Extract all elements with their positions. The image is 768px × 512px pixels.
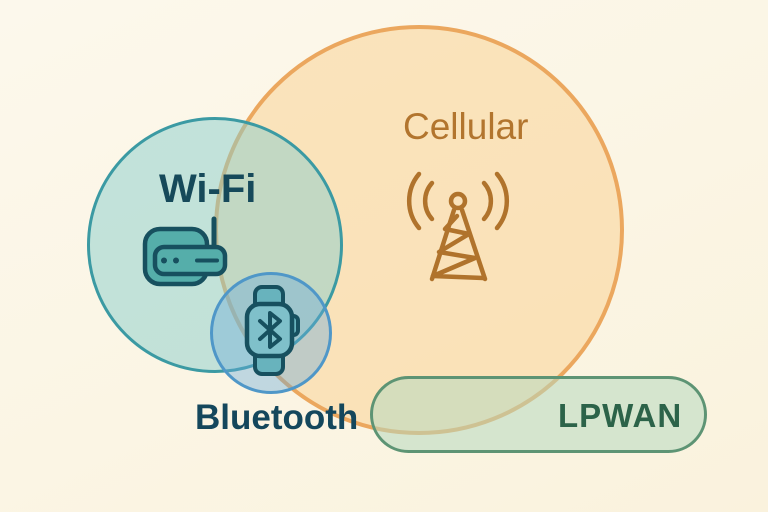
- smartwatch-bluetooth-icon: [244, 285, 300, 376]
- tower-right-leg: [459, 207, 488, 282]
- cellular-label: Cellular: [403, 106, 529, 147]
- tower-lattice: [430, 213, 486, 281]
- signal-wave-left-inner: [422, 180, 435, 222]
- cell-tower-icon: [407, 171, 509, 282]
- bluetooth-label: Bluetooth: [195, 398, 359, 437]
- signal-wave-right-inner: [481, 180, 494, 222]
- router-led-1: [161, 257, 167, 264]
- router-front-panel: [152, 244, 228, 277]
- lpwan-set-pill: [370, 376, 707, 453]
- bluetooth-rune-icon: [258, 311, 282, 349]
- signal-wave-left-outer: [407, 171, 422, 231]
- lpwan-label: LPWAN: [558, 397, 683, 434]
- tower-beacon: [448, 191, 468, 211]
- router-led-2: [173, 257, 179, 264]
- wifi-router-icon: [142, 216, 228, 287]
- signal-wave-right-outer: [494, 171, 509, 231]
- wifi-label: Wi-Fi: [159, 167, 257, 211]
